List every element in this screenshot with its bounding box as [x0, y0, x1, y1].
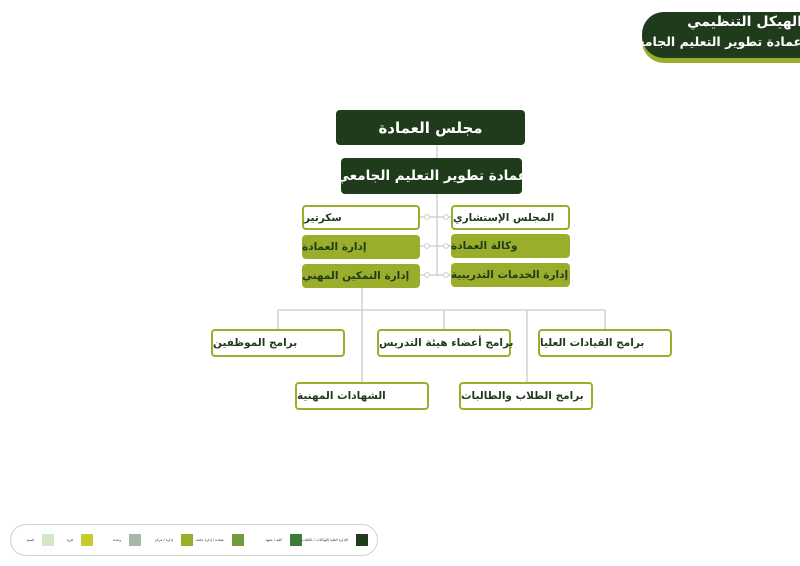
connector-dot [443, 243, 449, 249]
legend-swatch [356, 534, 368, 546]
node-faculty-programs: برامج أعضاء هيئة التدريس [377, 329, 513, 357]
node-training-services: إدارة الخدمات التدريبية [451, 263, 570, 287]
node-students-programs: برامج الطلاب والطالبات [459, 382, 593, 410]
legend-swatch [290, 534, 302, 546]
legend-item: وحدة [113, 534, 141, 546]
legend-item: قسم [27, 534, 54, 546]
page-title: الهيكل التنظيمي [687, 14, 800, 30]
legend-swatch [181, 534, 193, 546]
legend-swatch [232, 534, 244, 546]
node-professional-certificates: الشهادات المهنية [295, 382, 429, 410]
connector-dot [443, 214, 449, 220]
legend-label: فرع [67, 538, 73, 542]
page-subtitle: عمادة تطوير التعليم الجامعي [625, 34, 800, 49]
legend-label: الإدارة العليا /الوكالات / الكليات [301, 538, 348, 542]
node-employees-programs: برامج الموظفين [211, 329, 345, 357]
node-vice-deanship: وكالة العمادة [451, 234, 570, 258]
legend-item: الإدارة العليا /الوكالات / الكليات [302, 534, 368, 546]
legend-item: عمادة / إدارة عامة [196, 534, 244, 546]
legend: الإدارة العليا /الوكالات / الكليات كلية … [10, 524, 378, 556]
node-deanship: عمادة تطوير التعليم الجامعي [336, 158, 527, 194]
connector-dot [443, 272, 449, 278]
node-advisory-council: المجلس الإستشاري [451, 205, 570, 230]
legend-swatch [129, 534, 141, 546]
legend-item: كلية / معهد [265, 534, 302, 546]
legend-item: فرع [67, 534, 93, 546]
connector-dot [424, 243, 430, 249]
connector-dot [424, 214, 430, 220]
node-professional-empowerment: إدارة التمكين المهني [302, 264, 420, 288]
legend-swatch [81, 534, 93, 546]
legend-item: إدارة / مركز [155, 534, 193, 546]
node-secretary: سكرتير [302, 205, 420, 230]
legend-label: قسم [26, 538, 34, 542]
node-deanship-admin: إدارة العمادة [302, 235, 420, 259]
legend-label: كلية / معهد [265, 538, 282, 542]
legend-label: وحدة [113, 538, 121, 542]
connector-dot [424, 272, 430, 278]
node-senior-leaders-programs: برامج القيادات العليا [538, 329, 672, 357]
title-tab: الهيكل التنظيمي عمادة تطوير التعليم الجا… [625, 12, 800, 58]
legend-label: إدارة / مركز [154, 538, 173, 542]
node-council: مجلس العمادة [336, 110, 525, 145]
legend-label: عمادة / إدارة عامة [196, 538, 224, 542]
legend-swatch [42, 534, 54, 546]
